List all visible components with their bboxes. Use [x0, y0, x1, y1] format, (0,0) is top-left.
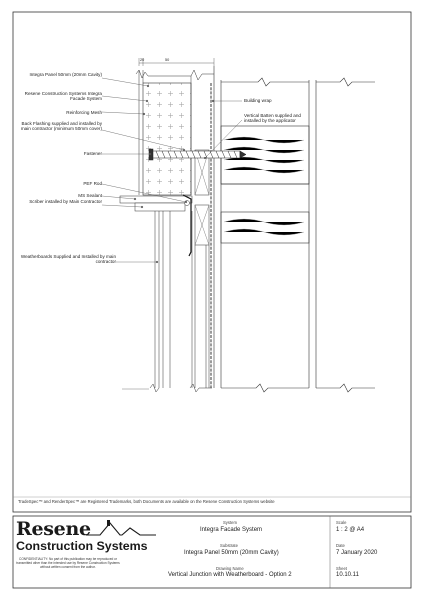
- fastener: [148, 148, 247, 161]
- drawing-name-label: Drawing Name: [216, 566, 244, 571]
- scale-label: Scale: [336, 520, 347, 525]
- scriber: [134, 202, 186, 212]
- sealant-bead: [119, 195, 193, 204]
- confidentiality-note: CONFIDENTIALITY: No part of this publica…: [16, 557, 120, 569]
- label-scriber: Scriber installed by Main Contractor: [29, 199, 102, 204]
- title-block-border: [12, 515, 412, 589]
- label-back-flashing: Back Flashing supplied and installed by …: [20, 121, 102, 132]
- date-value: 7 January 2020: [336, 550, 378, 556]
- label-reinforcing-mesh: Reinforcing Mesh: [66, 110, 102, 115]
- vertical-batten: [194, 149, 210, 196]
- drawing-name-value: Vertical Junction with Weatherboard - Op…: [168, 572, 292, 578]
- roofline-icon: [86, 520, 156, 536]
- dimension-line: [138, 58, 215, 66]
- label-resene-system: Resene Construction Systems Integra Faca…: [24, 91, 102, 102]
- weatherboards: [154, 211, 210, 388]
- label-vertical-batten: Vertical Batten supplied and installed b…: [244, 113, 301, 124]
- sheet-value: 10.10.11: [336, 572, 359, 578]
- dimension-panel: 50: [165, 58, 170, 62]
- system-value: Integra Facade System: [200, 527, 263, 533]
- label-weatherboards: Weatherboards Supplied and Installed by …: [20, 254, 116, 265]
- timber-grain: [223, 136, 305, 236]
- logo-subtitle: Construction Systems: [16, 539, 148, 553]
- leader-lines: [101, 77, 243, 390]
- sheet-label: Sheet: [336, 566, 347, 571]
- label-pef-rod: PEF Rod: [83, 181, 102, 186]
- system-label: System: [223, 520, 237, 525]
- back-flashing: [182, 194, 192, 257]
- building-frame: [213, 66, 375, 393]
- scale-value: 1 : 2 @ A4: [336, 527, 365, 533]
- integra-panel: [142, 82, 192, 196]
- label-fastener: Fastener: [83, 151, 102, 156]
- label-ms-sealant: MS Sealant: [78, 193, 102, 198]
- substrate-value: Integra Panel 50mm (20mm Cavity): [184, 550, 279, 556]
- dimension-cavity: 20: [140, 58, 145, 62]
- date-label: Date: [336, 543, 345, 548]
- label-integra-panel: Integra Panel 50mm (20mm Cavity): [29, 72, 102, 77]
- trademark-note: TradeSpec™ and RenderSpec™ are Registere…: [18, 499, 275, 504]
- substrate-label: Substrate: [220, 543, 238, 548]
- drawing-border: [12, 11, 412, 513]
- label-building-wrap: Building wrap: [244, 98, 272, 103]
- logo-wordmark: Resene: [16, 518, 91, 540]
